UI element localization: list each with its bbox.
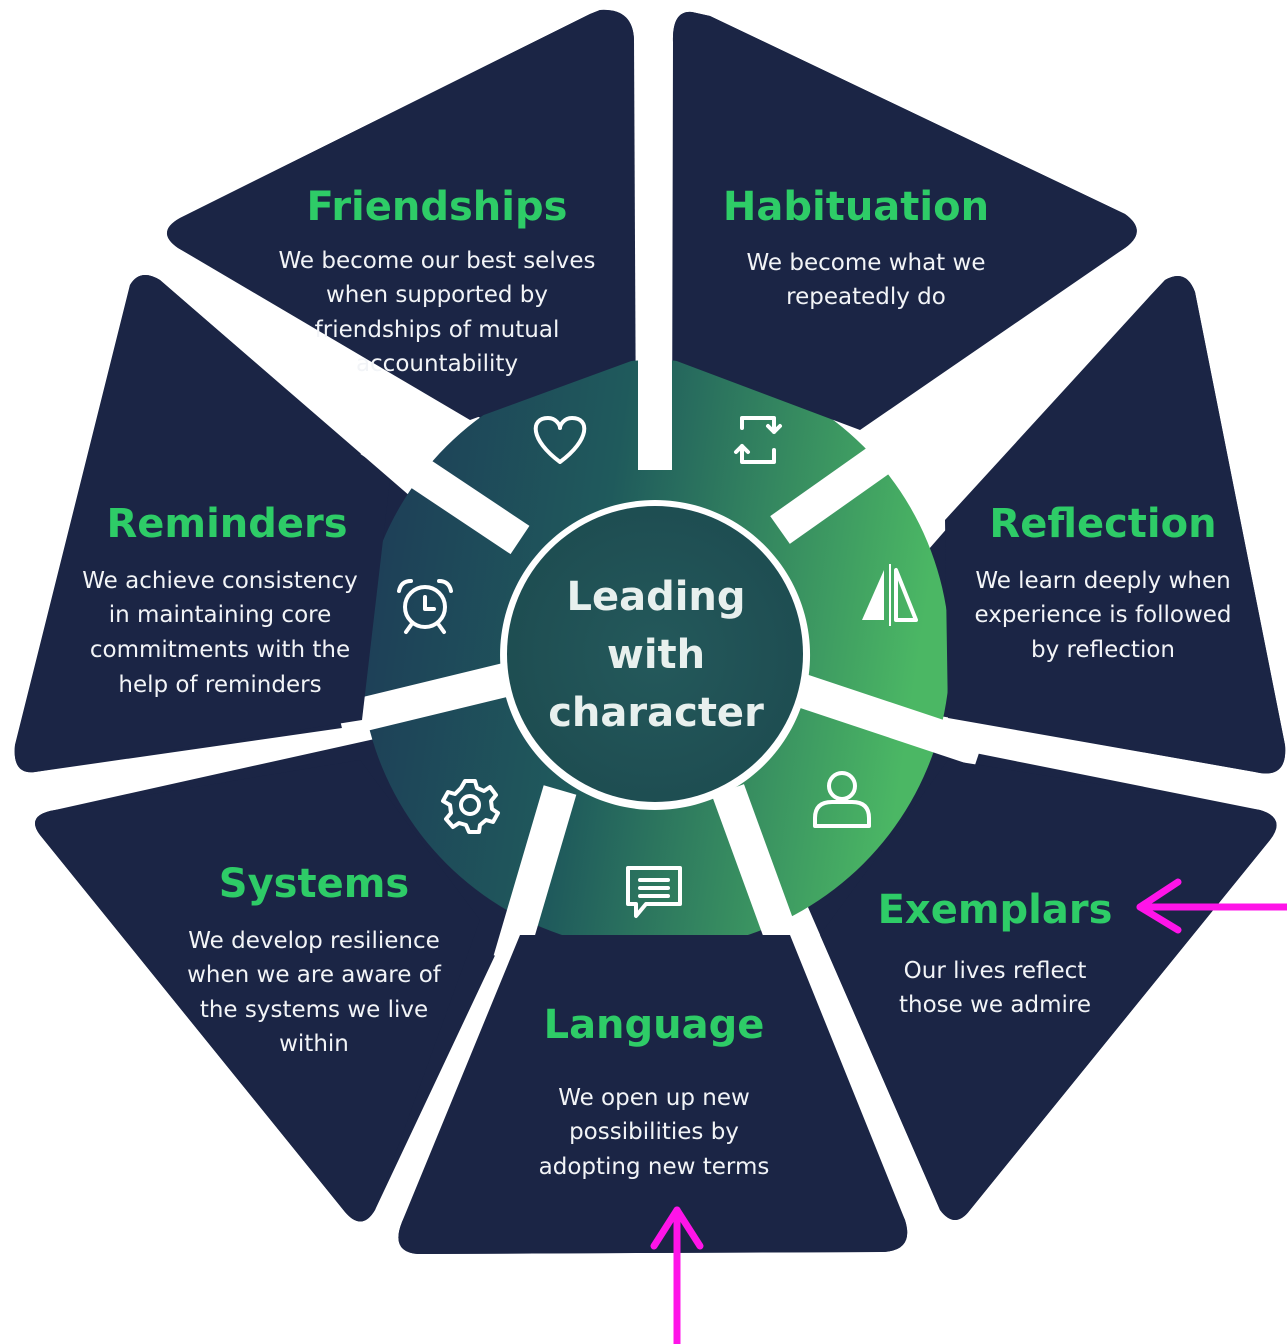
center-line-3: character — [548, 690, 764, 736]
title-friendships: Friendships — [307, 184, 568, 230]
body-reflection-1: We learn deeply when — [975, 568, 1230, 594]
body-friendships-1: We become our best selves — [279, 248, 596, 274]
body-exemplars-2: those we admire — [899, 992, 1091, 1018]
person-icon — [813, 771, 871, 828]
body-reminders-4: help of reminders — [118, 672, 321, 698]
body-reminders-3: commitments with the — [90, 637, 350, 663]
body-systems-1: We develop resilience — [188, 928, 440, 954]
body-reflection-2: experience is followed — [974, 602, 1231, 628]
heart-icon — [533, 416, 587, 464]
chat-icon — [626, 866, 682, 918]
body-reminders-1: We achieve consistency — [82, 568, 357, 594]
title-language: Language — [544, 1002, 765, 1048]
body-friendships-3: friendships of mutual — [315, 317, 560, 343]
gear-icon — [441, 779, 500, 834]
body-friendships-4: accountability — [356, 351, 518, 377]
body-language-2: possibilities by — [569, 1119, 739, 1145]
body-language-3: adopting new terms — [539, 1154, 770, 1180]
title-exemplars: Exemplars — [878, 887, 1113, 933]
body-habituation-1: We become what we — [747, 250, 986, 276]
body-language-1: We open up new — [558, 1085, 750, 1111]
alarm-clock-icon — [397, 579, 453, 634]
title-reflection: Reflection — [989, 501, 1216, 547]
segment-panels-overlay — [14, 9, 1286, 1254]
title-systems: Systems — [219, 861, 409, 907]
body-systems-4: within — [279, 1031, 349, 1057]
title-habituation: Habituation — [723, 184, 989, 230]
body-friendships-2: when supported by — [326, 282, 548, 308]
body-exemplars-1: Our lives reflect — [904, 958, 1087, 984]
pointer-arrow-exemplars — [1136, 878, 1287, 934]
segment-gaps — [335, 330, 986, 966]
body-systems-3: the systems we live — [200, 997, 428, 1023]
reflect-icon — [862, 564, 918, 626]
pointer-arrow-language — [650, 1206, 704, 1344]
body-reminders-2: in maintaining core — [109, 602, 332, 628]
body-systems-2: when we are aware of — [187, 962, 442, 988]
center-line-2: with — [607, 632, 705, 678]
repeat-icon — [734, 416, 782, 464]
body-habituation-2: repeatedly do — [786, 284, 946, 310]
center-hub — [507, 506, 803, 802]
title-reminders: Reminders — [106, 501, 347, 547]
center-line-1: Leading — [566, 574, 745, 620]
body-reflection-3: by reflection — [1031, 637, 1175, 663]
center-label: Leading with character — [548, 574, 764, 736]
